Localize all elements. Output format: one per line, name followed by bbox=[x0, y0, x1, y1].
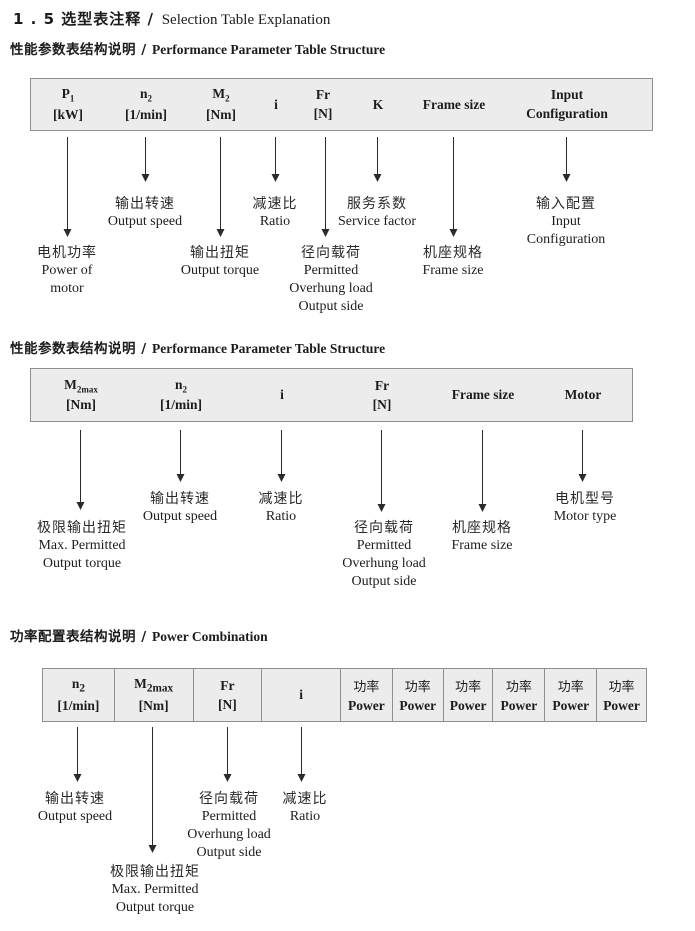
label-output-speed: 输出转速 Output speed bbox=[107, 196, 183, 229]
col-header-power-1: 功率 Power bbox=[340, 669, 392, 721]
arrow-n2 bbox=[141, 137, 150, 182]
section3-heading-cn: 功率配置表结构说明 / bbox=[10, 629, 147, 645]
page-title-cn: 1 . 5 选型表注释 / bbox=[13, 10, 154, 28]
label-output-speed: 输出转速 Output speed bbox=[142, 491, 218, 524]
label-overhung-load: 径向载荷 Permitted Overhung load Output side bbox=[187, 791, 271, 860]
label-motor-type: 电机型号 Motor type bbox=[553, 491, 617, 524]
arrow-fr bbox=[321, 137, 330, 237]
arrow-motor bbox=[578, 430, 587, 482]
col-header-i: i bbox=[261, 669, 340, 721]
label-max-output-torque: 极限输出扭矩 Max. Permitted Output torque bbox=[37, 520, 127, 571]
col-header-n2: n2 [1/min] bbox=[125, 86, 167, 122]
section2-heading-cn: 性能参数表结构说明 / bbox=[10, 341, 147, 357]
section3-heading: 功率配置表结构说明 / Power Combination bbox=[10, 625, 268, 645]
col-header-p1: P1 [kW] bbox=[53, 86, 83, 122]
arrow-frame-size bbox=[449, 137, 458, 237]
col-header-fr: Fr [N] bbox=[313, 87, 333, 121]
col-header-k: K bbox=[372, 96, 384, 112]
section3-heading-en: Power Combination bbox=[152, 629, 268, 644]
col-header-n2: n2 [1/min] bbox=[160, 376, 202, 413]
label-output-speed: 输出转速 Output speed bbox=[37, 791, 113, 824]
label-frame-size: 机座规格 Frame size bbox=[422, 245, 484, 278]
arrow-fr bbox=[223, 727, 232, 782]
page-title-en: Selection Table Explanation bbox=[161, 12, 331, 28]
arrow-m2max bbox=[76, 430, 85, 510]
performance-table-2: M2max [Nm] n2 [1/min] i Fr [N] Frame siz… bbox=[30, 368, 633, 422]
col-header-i: i bbox=[274, 96, 278, 112]
arrow-fr bbox=[377, 430, 386, 512]
arrow-i bbox=[277, 430, 286, 482]
col-header-m2: M2 [Nm] bbox=[206, 86, 236, 122]
page-title: 1 . 5 选型表注释 / Selection Table Explanatio… bbox=[13, 8, 330, 29]
arrow-m2max bbox=[148, 727, 157, 853]
col-header-fr: Fr [N] bbox=[372, 377, 392, 412]
arrow-input-configuration bbox=[562, 137, 571, 182]
arrow-m2 bbox=[216, 137, 225, 237]
col-header-motor: Motor bbox=[564, 387, 602, 402]
label-overhung-load: 径向载荷 Permitted Overhung load Output side bbox=[342, 520, 426, 589]
label-ratio: 减速比 Ratio bbox=[258, 491, 304, 524]
label-output-torque: 输出扭矩 Output torque bbox=[180, 245, 260, 278]
col-header-power-2: 功率 Power bbox=[391, 669, 443, 721]
arrow-n2 bbox=[176, 430, 185, 482]
label-ratio: 减速比 Ratio bbox=[252, 196, 298, 229]
col-header-frame-size: Frame size bbox=[422, 96, 486, 112]
col-header-power-3: 功率 Power bbox=[442, 669, 493, 721]
col-header-m2max: M2max [Nm] bbox=[64, 376, 98, 413]
power-combination-table: n2 [1/min] M2max [Nm] Fr [N] i 功率 Power … bbox=[42, 668, 647, 722]
section1-heading-cn: 性能参数表结构说明 / bbox=[10, 42, 147, 58]
performance-table-1: P1 [kW] n2 [1/min] M2 [Nm] i Fr [N] K Fr… bbox=[30, 78, 653, 131]
label-service-factor: 服务系数 Service factor bbox=[337, 196, 417, 229]
section1-heading-en: Performance Parameter Table Structure bbox=[152, 42, 386, 57]
arrow-k bbox=[373, 137, 382, 182]
label-ratio: 减速比 Ratio bbox=[282, 791, 328, 824]
label-frame-size: 机座规格 Frame size bbox=[451, 520, 513, 553]
col-header-input-configuration: Input Configuration bbox=[526, 87, 608, 121]
arrow-frame-size bbox=[478, 430, 487, 512]
col-header-power-6: 功率 Power bbox=[596, 669, 646, 721]
arrow-i bbox=[297, 727, 306, 782]
label-overhung-load: 径向载荷 Permitted Overhung load Output side bbox=[289, 245, 373, 314]
col-header-n2: n2 [1/min] bbox=[57, 676, 100, 713]
section2-heading: 性能参数表结构说明 / Performance Parameter Table … bbox=[10, 337, 385, 357]
arrow-p1 bbox=[63, 137, 72, 237]
label-power-of-motor: 电机功率 Power of motor bbox=[37, 245, 97, 296]
label-input-configuration: 输入配置 Input Configuration bbox=[526, 196, 606, 247]
section1-heading: 性能参数表结构说明 / Performance Parameter Table … bbox=[10, 38, 385, 58]
col-header-power-5: 功率 Power bbox=[544, 669, 596, 721]
col-header-frame-size: Frame size bbox=[451, 387, 515, 402]
col-header-i: i bbox=[280, 387, 284, 402]
arrow-n2 bbox=[73, 727, 82, 782]
label-max-output-torque: 极限输出扭矩 Max. Permitted Output torque bbox=[110, 864, 200, 915]
col-header-power-4: 功率 Power bbox=[492, 669, 544, 721]
col-header-m2max: M2max [Nm] bbox=[113, 669, 193, 721]
col-header-fr: Fr [N] bbox=[192, 669, 262, 721]
section2-heading-en: Performance Parameter Table Structure bbox=[152, 341, 386, 356]
arrow-i bbox=[271, 137, 280, 182]
